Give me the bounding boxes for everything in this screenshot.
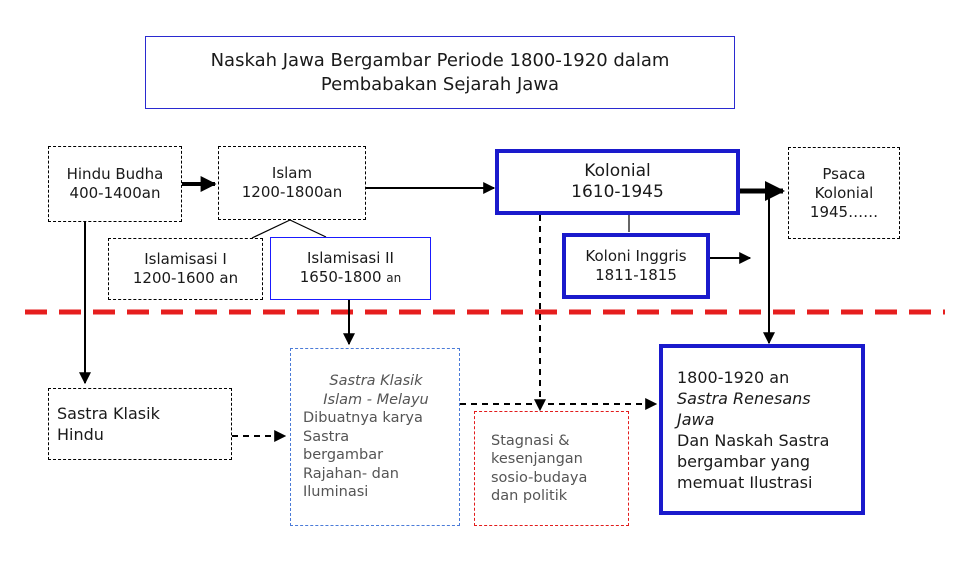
branch-islam-islamisasi1 [251,219,291,239]
inggris-name: Koloni Inggris [585,247,687,265]
title-line-1: Naskah Jawa Bergambar Periode 1800-1920 … [210,49,670,71]
subperiod-koloni-inggris: Koloni Inggris 1811-1815 [562,233,710,299]
period-hindu-name: Hindu Budha [66,165,164,183]
period-kolonial: Kolonial 1610-1945 [495,149,740,215]
islamisasi1-years: 1200-1600 an [132,269,239,287]
period-pasca-kolonial: Psaca Kolonial 1945…… [788,147,900,239]
period-islam: Islam 1200-1800an [218,146,366,220]
renesans-heading: Sastra Renesans Jawa [677,388,811,429]
renesans-text: Dan Naskah Sastra bergambar yang memuat … [677,430,830,492]
title-line-2: Pembabakan Sejarah Jawa [320,73,560,95]
period-islam-name: Islam [271,164,313,182]
islamisasi2-suffix: an [386,271,402,285]
renesans-years: 1800-1920 an [677,367,790,387]
literature-sastra-klasik-islam: Sastra Klasik Islam - Melayu Dibuatnya k… [290,348,460,526]
branch-islam-islamisasi2 [289,219,327,238]
sastra-hindu-text: Sastra Klasik Hindu [57,404,160,444]
inggris-years: 1811-1815 [595,266,677,284]
literature-stagnasi: Stagnasi & kesenjangan sosio-budaya dan … [474,411,629,526]
literature-sastra-renesans-jawa: 1800-1920 an Sastra Renesans Jawa Dan Na… [659,344,865,515]
period-pasca-text: Psaca Kolonial 1945…… [809,164,879,221]
islamisasi2-name: Islamisasi II [307,249,394,267]
subperiod-islamisasi-2: Islamisasi II 1650-1800 an [270,237,431,300]
period-islam-years: 1200-1800an [241,183,343,201]
subperiod-islamisasi-1: Islamisasi I 1200-1600 an [108,238,263,300]
literature-sastra-klasik-hindu: Sastra Klasik Hindu [48,388,232,460]
period-hindu-budha: Hindu Budha 400-1400an [48,146,182,222]
period-kolonial-years: 1610-1945 [571,182,664,202]
sastra-islam-text: Dibuatnya karya Sastra bergambar Rajahan… [303,410,423,501]
islamisasi2-years-line: 1650-1800 an [300,268,402,288]
period-hindu-years: 400-1400an [69,184,161,202]
period-kolonial-name: Kolonial [584,161,651,181]
diagram-title: Naskah Jawa Bergambar Periode 1800-1920 … [145,36,735,109]
islamisasi1-name: Islamisasi I [144,250,227,268]
sastra-islam-heading: Sastra Klasik Islam - Melayu [323,373,429,408]
stagnasi-text: Stagnasi & kesenjangan sosio-budaya dan … [491,432,588,505]
islamisasi2-years: 1650-1800 [299,268,382,286]
